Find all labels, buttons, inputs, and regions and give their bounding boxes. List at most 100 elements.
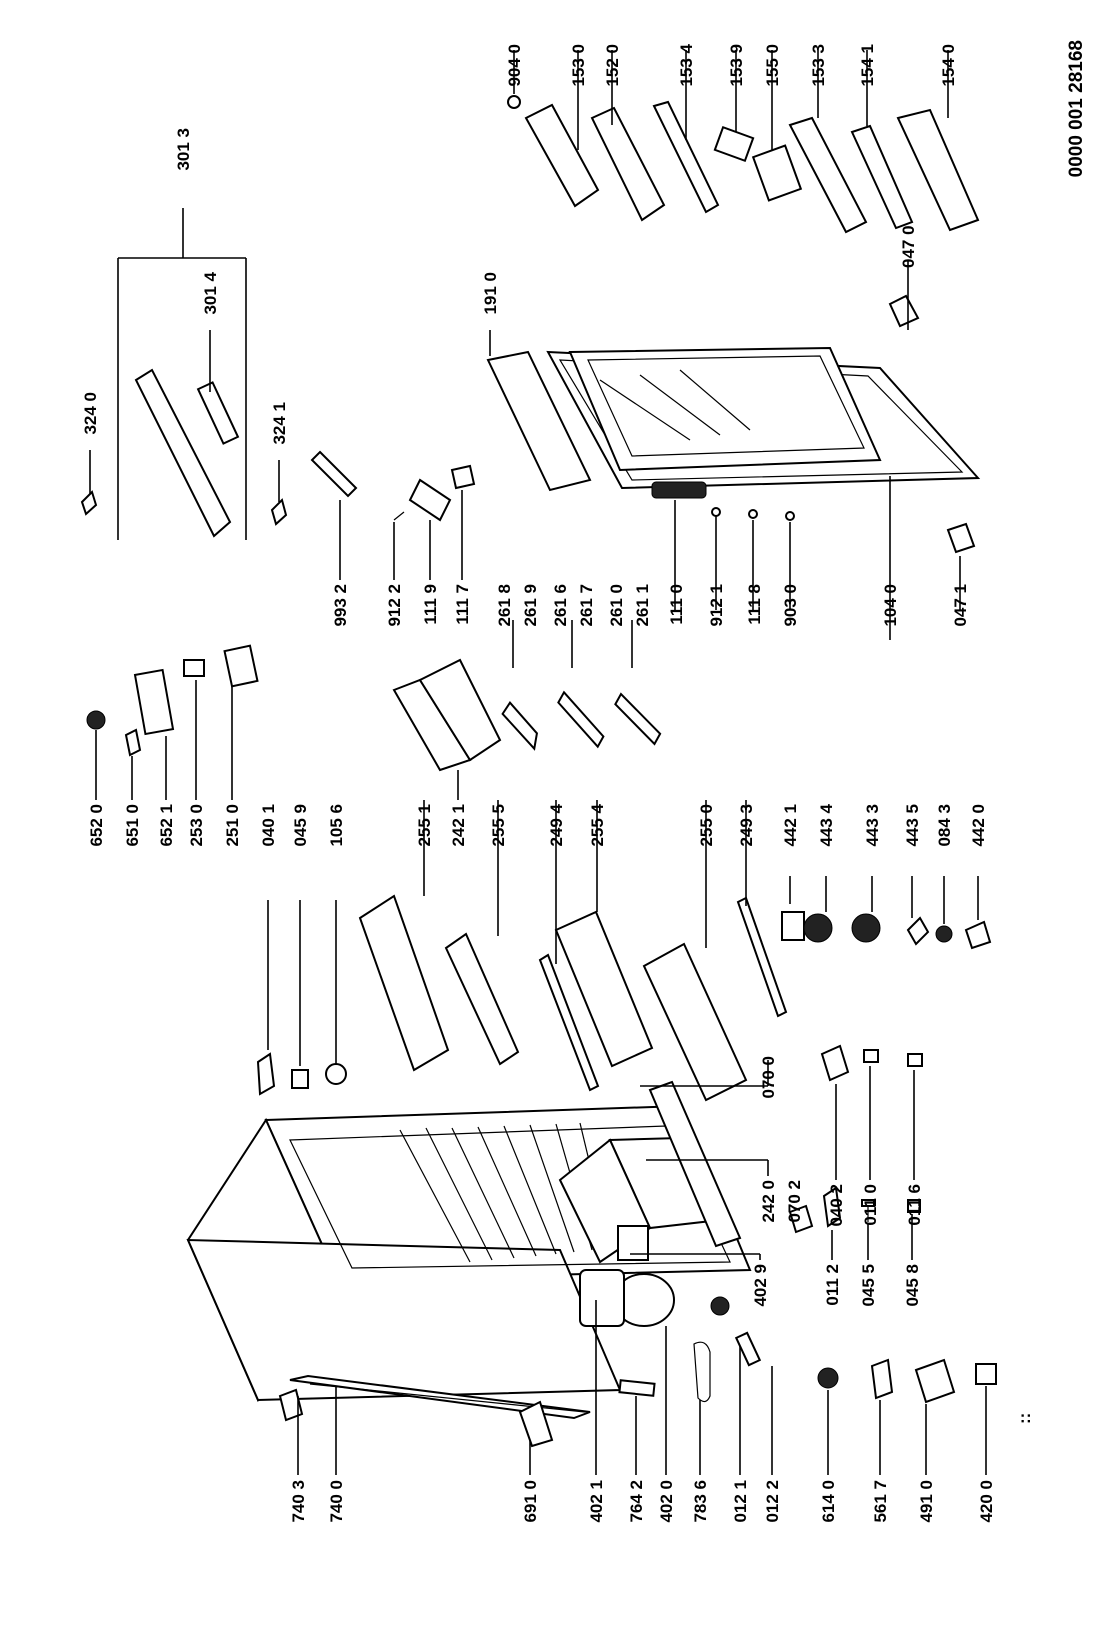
part-1533: [788, 116, 868, 234]
label-2618: 261 8: [495, 584, 514, 627]
label-0116: 011 6: [905, 1184, 924, 1226]
small-parts-bottom-group: [788, 1044, 997, 1475]
label-2550: 255 0: [697, 804, 716, 847]
part-4021: [579, 1269, 625, 1327]
part-1117: [450, 464, 476, 490]
part-0471: [946, 522, 976, 554]
door-accessories-group: [507, 50, 980, 234]
label-0110: 011 0: [861, 1184, 880, 1226]
small-parts-top-group: [256, 900, 347, 1096]
label-2611: 261 1: [633, 584, 652, 627]
part-0401: [256, 1052, 276, 1096]
part-1110: [651, 481, 707, 499]
part-1540: [896, 108, 980, 232]
label-2554: 255 4: [588, 803, 607, 846]
part-3241: [270, 498, 288, 526]
document-code: 0000 001 28168: [1066, 40, 1087, 177]
label-9030: 903 0: [781, 584, 800, 627]
cabinet-leaders: [297, 1060, 773, 1475]
part-6520: [86, 710, 106, 730]
part-2510: [223, 644, 259, 688]
label-4910: 491 0: [917, 1480, 936, 1523]
label-6140: 614 0: [819, 1480, 838, 1523]
part-2530: [183, 659, 205, 677]
label-2494: 249 4: [547, 803, 566, 846]
part-9040: [507, 95, 521, 109]
label-0458: 045 8: [903, 1264, 922, 1307]
label-4200: 420 0: [977, 1480, 996, 1523]
label-3014: 301 4: [201, 271, 220, 314]
label-1119: 111 9: [421, 584, 440, 625]
fan-group: [781, 876, 992, 950]
label-2530: 253 0: [187, 804, 206, 847]
drawer-group: [392, 620, 662, 800]
label-2617: 261 7: [577, 584, 596, 627]
label-2551: 255 1: [415, 804, 434, 847]
label-4420: 442 0: [969, 804, 988, 847]
part-2610: [614, 692, 662, 746]
label-1910: 191 0: [481, 272, 500, 315]
label-9121: 912 1: [707, 584, 726, 627]
label-6521: 652 1: [157, 804, 176, 847]
label-0122: 012 2: [763, 1480, 782, 1523]
part-301: [134, 368, 232, 538]
label-9040: 904 0: [505, 44, 524, 87]
label-0470: 047 0: [899, 225, 918, 268]
labels: 904 0 153 0 152 0 153 4 153 9 155 0 153 …: [81, 40, 1087, 1523]
label-1534: 153 4: [677, 43, 696, 86]
label-7836: 783 6: [691, 1480, 710, 1523]
controls-group: [86, 644, 259, 800]
part-2555: [444, 932, 520, 1066]
part-4421: [781, 911, 805, 941]
label-1533: 153 3: [809, 44, 828, 87]
label-0843: 084 3: [935, 804, 954, 847]
part-2493: [736, 896, 788, 1018]
part-6521: [133, 668, 175, 736]
part-9122: [393, 511, 405, 521]
part-2551: [358, 894, 450, 1072]
part-4433: [851, 913, 881, 943]
part-0459: [291, 1069, 309, 1089]
label-0112: 011 2: [823, 1264, 842, 1306]
part-4435: [906, 916, 930, 946]
label-2421: 242 1: [449, 804, 468, 847]
cabinet-group: [186, 1080, 752, 1422]
label-9932: 993 2: [331, 584, 350, 627]
cover-assembly-group: [80, 208, 288, 540]
label-1539: 153 9: [727, 44, 746, 87]
part-2554: [554, 910, 654, 1068]
label-3013: 301 3: [174, 128, 193, 171]
part-4420: [964, 920, 992, 950]
label-1056: 105 6: [327, 804, 346, 847]
label-1520: 152 0: [603, 44, 622, 87]
part-1056: [325, 1063, 347, 1085]
label-3240: 324 0: [81, 392, 100, 435]
part-0843: [935, 925, 953, 943]
label-0401: 040 1: [259, 804, 278, 847]
label-1541: 154 1: [858, 44, 877, 87]
label-7403: 740 3: [289, 1480, 308, 1523]
shelves-group: [358, 800, 788, 1102]
part-2494: [538, 953, 600, 1092]
label-0402: 040 2: [827, 1184, 846, 1227]
label-4435: 443 5: [903, 804, 922, 847]
part-1541: [850, 124, 914, 230]
part-9932: [310, 450, 358, 498]
label-4434: 443 4: [817, 803, 836, 846]
door-hardware-group: [310, 450, 795, 610]
label-9122: 912 2: [385, 584, 404, 627]
label-4021: 402 1: [587, 1480, 606, 1523]
label-2510: 251 0: [223, 804, 242, 847]
part-3014: [196, 381, 240, 445]
label-0702: 070 2: [785, 1180, 804, 1223]
label-7642: 764 2: [627, 1480, 646, 1523]
label-5617: 561 7: [871, 1480, 890, 1523]
part-1550: [751, 144, 803, 202]
part-2618: [501, 701, 538, 751]
label-7400: 740 0: [327, 1480, 346, 1523]
part-2550: [642, 942, 748, 1102]
label-1530: 153 0: [569, 44, 588, 87]
label-1550: 155 0: [763, 44, 782, 87]
label-0459: 045 9: [291, 804, 310, 847]
